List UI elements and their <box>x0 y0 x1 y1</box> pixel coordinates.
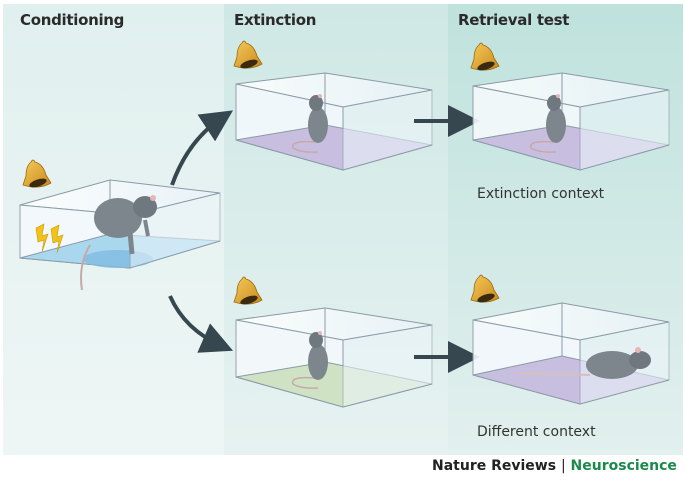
panel-title-conditioning: Conditioning <box>20 11 125 29</box>
rat-icon <box>291 94 328 153</box>
bell-icon <box>233 276 263 307</box>
rat-icon <box>291 331 328 389</box>
panel-title-extinction: Extinction <box>234 11 317 29</box>
journal-name: Nature Reviews <box>432 458 557 474</box>
label-extinction-context: Extinction context <box>477 186 605 202</box>
box-extinction-top <box>235 72 433 171</box>
lightning-icon <box>35 223 64 254</box>
bell-icon <box>233 40 263 71</box>
journal-credit: Nature Reviews | Neuroscience <box>432 458 677 474</box>
box-retrieval-top <box>472 72 670 171</box>
arrow-icon <box>170 110 234 186</box>
rat-icon <box>80 195 157 291</box>
box-extinction-bottom <box>235 307 433 408</box>
rat-icon <box>515 347 651 379</box>
journal-separator: | <box>560 458 566 474</box>
journal-section: Neuroscience <box>570 458 677 474</box>
arrow-icon <box>168 295 234 353</box>
label-different-context: Different context <box>477 424 596 440</box>
panel-title-retrieval: Retrieval test <box>458 11 570 29</box>
bell-icon <box>470 274 500 305</box>
bell-icon <box>22 159 52 190</box>
rat-icon <box>529 94 566 153</box>
bell-icon <box>470 42 500 73</box>
